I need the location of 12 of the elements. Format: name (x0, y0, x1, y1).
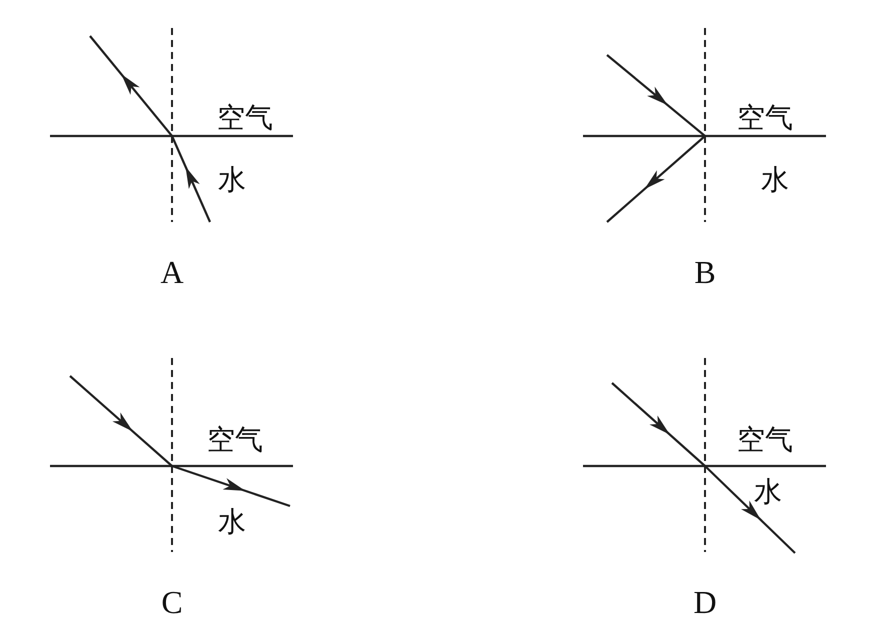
panel-letter: A (160, 256, 184, 288)
panel-letter: D (693, 586, 717, 618)
medium-label: 空气 (737, 104, 793, 132)
medium-label: 水 (754, 478, 782, 506)
panel-letter: C (161, 586, 183, 618)
medium-label: 空气 (217, 104, 273, 132)
panel-letter: B (694, 256, 716, 288)
medium-label: 水 (218, 508, 246, 536)
medium-label: 水 (761, 166, 789, 194)
medium-label: 空气 (737, 426, 793, 454)
medium-label: 水 (218, 166, 246, 194)
medium-label: 空气 (207, 426, 263, 454)
